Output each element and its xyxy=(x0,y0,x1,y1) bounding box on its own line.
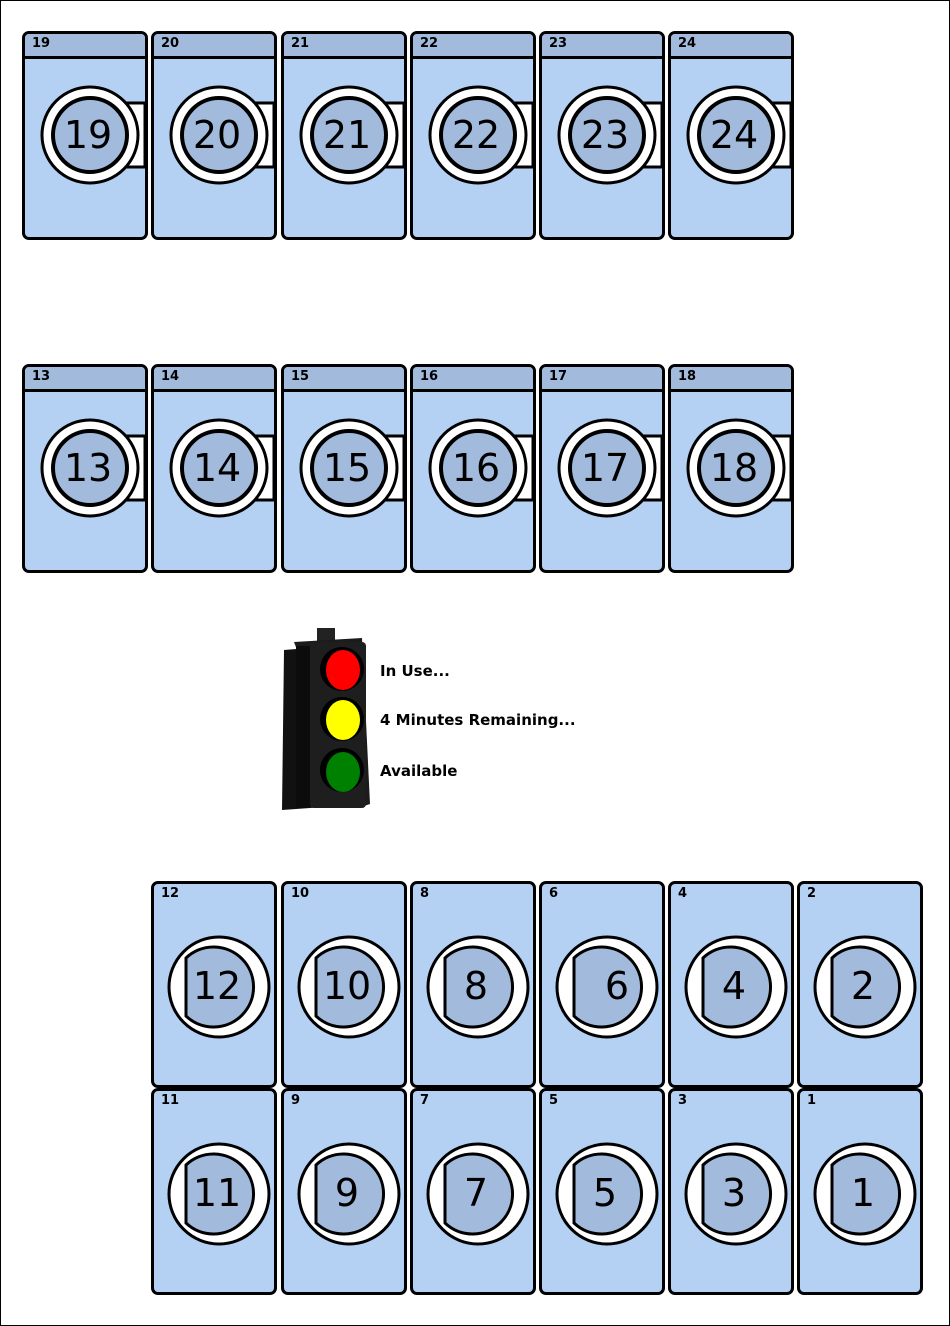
washer-door-icon xyxy=(167,935,271,1039)
washer-4[interactable]: 4 4 xyxy=(668,881,794,1088)
washer-door-icon xyxy=(684,1142,788,1246)
machine-number-label: 24 xyxy=(678,36,697,51)
machine-number-label: 15 xyxy=(291,369,310,384)
dryer-door-icon xyxy=(40,85,145,185)
dryer-21[interactable]: 21 21 xyxy=(281,31,407,240)
dryer-door-icon xyxy=(557,418,662,518)
washer-11[interactable]: 11 11 xyxy=(151,1088,277,1295)
washer-1[interactable]: 1 1 xyxy=(797,1088,923,1295)
washer-3[interactable]: 3 3 xyxy=(668,1088,794,1295)
dryer-door-icon xyxy=(686,418,791,518)
dryer-24[interactable]: 24 24 xyxy=(668,31,794,240)
machine-number-label: 18 xyxy=(678,369,697,384)
machine-number-label: 8 xyxy=(420,886,430,901)
dryer-top-panel xyxy=(25,367,145,392)
washer-door-icon xyxy=(297,935,401,1039)
dryer-door-icon xyxy=(299,418,404,518)
machine-number-label: 6 xyxy=(549,886,559,901)
dryer-door-icon xyxy=(686,85,791,185)
machine-number-label: 16 xyxy=(420,369,439,384)
dryer-door-icon xyxy=(299,85,404,185)
machine-number-label: 14 xyxy=(161,369,180,384)
washer-8[interactable]: 8 8 xyxy=(410,881,536,1088)
washer-door-icon xyxy=(555,935,659,1039)
washer-door-icon xyxy=(555,1142,659,1246)
washer-5[interactable]: 5 5 xyxy=(539,1088,665,1295)
traffic-light-icon xyxy=(282,628,370,810)
dryer-20[interactable]: 20 20 xyxy=(151,31,277,240)
washer-7[interactable]: 7 7 xyxy=(410,1088,536,1295)
dryer-top-panel xyxy=(671,367,791,392)
dryer-15[interactable]: 15 15 xyxy=(281,364,407,573)
machine-number-label: 20 xyxy=(161,36,180,51)
machine-number-label: 17 xyxy=(549,369,568,384)
washer-door-icon xyxy=(426,935,530,1039)
machine-number-label: 4 xyxy=(678,886,688,901)
washer-6[interactable]: 6 6 xyxy=(539,881,665,1088)
dryer-top-panel xyxy=(413,367,533,392)
dryer-door-icon xyxy=(428,418,533,518)
machine-number-label: 12 xyxy=(161,886,180,901)
dryer-top-panel xyxy=(154,34,274,59)
machine-number-label: 3 xyxy=(678,1093,688,1108)
machine-number-label: 5 xyxy=(549,1093,559,1108)
dryer-top-panel xyxy=(542,34,662,59)
machine-number-label: 13 xyxy=(32,369,51,384)
dryer-top-panel xyxy=(284,367,404,392)
dryer-door-icon xyxy=(428,85,533,185)
dryer-18[interactable]: 18 18 xyxy=(668,364,794,573)
dryer-22[interactable]: 22 22 xyxy=(410,31,536,240)
dryer-door-icon xyxy=(169,418,274,518)
dryer-16[interactable]: 16 16 xyxy=(410,364,536,573)
washer-2[interactable]: 2 2 xyxy=(797,881,923,1088)
dryer-17[interactable]: 17 17 xyxy=(539,364,665,573)
dryer-13[interactable]: 13 13 xyxy=(22,364,148,573)
machine-number-label: 9 xyxy=(291,1093,301,1108)
dryer-23[interactable]: 23 23 xyxy=(539,31,665,240)
dryer-top-panel xyxy=(671,34,791,59)
dryer-top-panel xyxy=(413,34,533,59)
dryer-door-icon xyxy=(557,85,662,185)
machine-number-label: 2 xyxy=(807,886,817,901)
legend-in-use: In Use... xyxy=(380,662,450,680)
washer-door-icon xyxy=(813,1142,917,1246)
dryer-top-panel xyxy=(284,34,404,59)
machine-number-label: 11 xyxy=(161,1093,180,1108)
washer-door-icon xyxy=(426,1142,530,1246)
washer-door-icon xyxy=(684,935,788,1039)
washer-9[interactable]: 9 9 xyxy=(281,1088,407,1295)
machine-number-label: 19 xyxy=(32,36,51,51)
dryer-top-panel xyxy=(154,367,274,392)
washer-door-icon xyxy=(297,1142,401,1246)
machine-number-label: 23 xyxy=(549,36,568,51)
legend-available: Available xyxy=(380,762,458,780)
machine-number-label: 21 xyxy=(291,36,310,51)
machine-number-label: 1 xyxy=(807,1093,817,1108)
machine-number-label: 10 xyxy=(291,886,310,901)
washer-12[interactable]: 12 12 xyxy=(151,881,277,1088)
washer-door-icon xyxy=(167,1142,271,1246)
dryer-top-panel xyxy=(542,367,662,392)
washer-door-icon xyxy=(813,935,917,1039)
legend-minutes-remaining: 4 Minutes Remaining... xyxy=(380,711,576,729)
dryer-door-icon xyxy=(169,85,274,185)
dryer-19[interactable]: 19 19 xyxy=(22,31,148,240)
dryer-door-icon xyxy=(40,418,145,518)
dryer-top-panel xyxy=(25,34,145,59)
dryer-14[interactable]: 14 14 xyxy=(151,364,277,573)
washer-10[interactable]: 10 10 xyxy=(281,881,407,1088)
machine-number-label: 22 xyxy=(420,36,439,51)
machine-number-label: 7 xyxy=(420,1093,430,1108)
